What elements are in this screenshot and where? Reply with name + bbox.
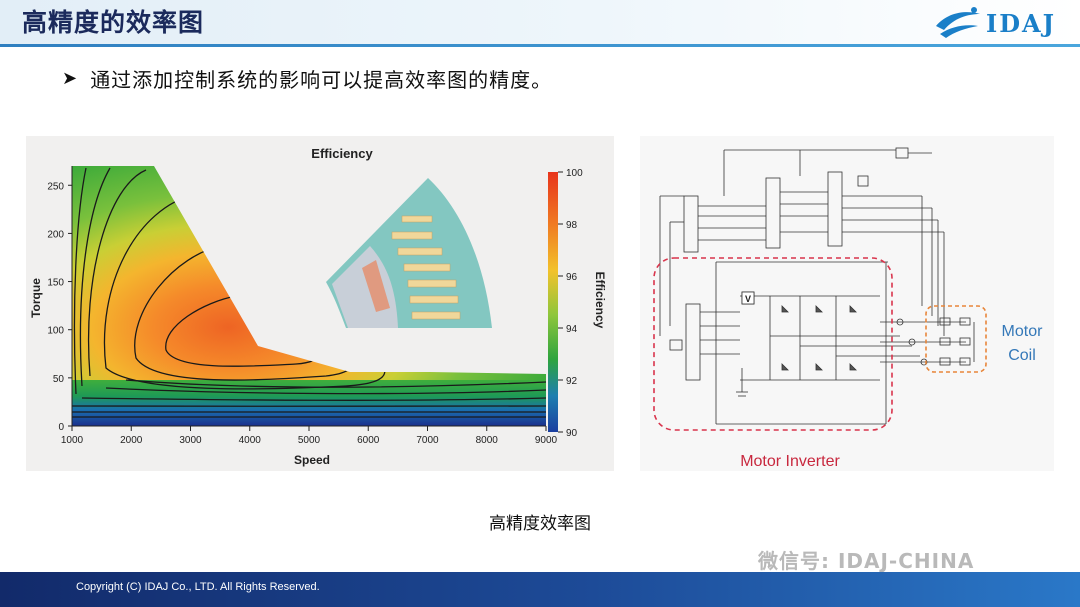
x-axis-ticks: 1000 2000 3000 4000 5000 6000 7000 8000 9000 bbox=[61, 426, 558, 446]
wechat-watermark: 微信号: IDAJ-CHINA bbox=[758, 549, 975, 573]
inverter-bridge bbox=[669, 261, 920, 425]
y-tick-label: 100 bbox=[47, 326, 64, 337]
voltage-source bbox=[741, 291, 755, 305]
voltage-source-label: V bbox=[745, 294, 751, 304]
motor-cross-section-image bbox=[326, 178, 492, 328]
bullet-item: ➤ 通过添加控制系统的影响可以提高效率图的精度。 bbox=[62, 64, 552, 94]
y-tick-label: 200 bbox=[47, 229, 64, 240]
bullet-text: 通过添加控制系统的影响可以提高效率图的精度。 bbox=[90, 68, 553, 92]
colorbar-tick-label: 98 bbox=[566, 220, 578, 231]
coil-label: Coil bbox=[1008, 347, 1036, 364]
map-title: Efficiency bbox=[311, 146, 373, 161]
y-axis-ticks: 0 50 100 150 200 250 bbox=[47, 181, 72, 433]
colorbar-tick-label: 90 bbox=[566, 428, 578, 439]
x-tick-label: 2000 bbox=[120, 435, 143, 446]
efficiency-map-image: Efficiency bbox=[26, 136, 614, 471]
x-tick-label: 6000 bbox=[357, 435, 380, 446]
colorbar-ticks: 90 92 94 96 98 100 bbox=[558, 168, 583, 439]
x-tick-label: 9000 bbox=[535, 435, 558, 446]
motor-coil-box bbox=[925, 305, 987, 373]
footer-bar: Copyright (C) IDAJ Co., LTD. All Rights … bbox=[0, 572, 1080, 607]
idaj-swoosh-icon bbox=[936, 7, 980, 38]
circuit-diagram-image: V Motor Inverter Motor Coil bbox=[640, 136, 1054, 471]
motor-inverter-box bbox=[653, 257, 893, 431]
figure-caption: 高精度效率图 bbox=[489, 514, 591, 534]
igbt-switches bbox=[781, 305, 857, 371]
x-tick-label: 1000 bbox=[61, 435, 84, 446]
idaj-logo: IDAJ bbox=[930, 4, 1070, 40]
x-tick-label: 3000 bbox=[179, 435, 202, 446]
y-tick-label: 250 bbox=[47, 181, 64, 192]
page-title: 高精度的效率图 bbox=[22, 8, 205, 37]
y-tick-label: 0 bbox=[58, 422, 64, 433]
header-divider bbox=[0, 44, 1080, 47]
y-tick-label: 150 bbox=[47, 278, 64, 289]
x-tick-label: 8000 bbox=[476, 435, 499, 446]
x-axis-label: Speed bbox=[294, 453, 330, 467]
colorbar-tick-label: 100 bbox=[566, 168, 583, 179]
x-tick-label: 5000 bbox=[298, 435, 321, 446]
colorbar bbox=[548, 172, 558, 432]
x-tick-label: 4000 bbox=[239, 435, 262, 446]
copyright-text: Copyright (C) IDAJ Co., LTD. All Rights … bbox=[76, 581, 320, 593]
header-bar: 高精度的效率图 IDAJ bbox=[0, 0, 1080, 44]
phase-lines bbox=[880, 318, 966, 366]
x-tick-label: 7000 bbox=[416, 435, 439, 446]
motor-coil-windings bbox=[939, 317, 975, 366]
colorbar-tick-label: 92 bbox=[566, 376, 578, 387]
colorbar-tick-label: 94 bbox=[566, 324, 578, 335]
motor-inverter-circuit: V Motor Inverter Motor Coil bbox=[653, 147, 1044, 470]
colorbar-tick-label: 96 bbox=[566, 272, 578, 283]
y-tick-label: 50 bbox=[53, 374, 65, 385]
efficiency-map-chart: Efficiency bbox=[29, 146, 607, 467]
motor-inverter-label: Motor Inverter bbox=[740, 453, 840, 470]
colorbar-label: Efficiency bbox=[593, 272, 607, 329]
y-axis-label: Torque bbox=[29, 278, 43, 318]
control-wiring bbox=[659, 147, 945, 336]
logo-text: IDAJ bbox=[986, 9, 1057, 38]
arrow-bullet-icon: ➤ bbox=[62, 68, 78, 89]
motor-label: Motor bbox=[1002, 323, 1044, 340]
